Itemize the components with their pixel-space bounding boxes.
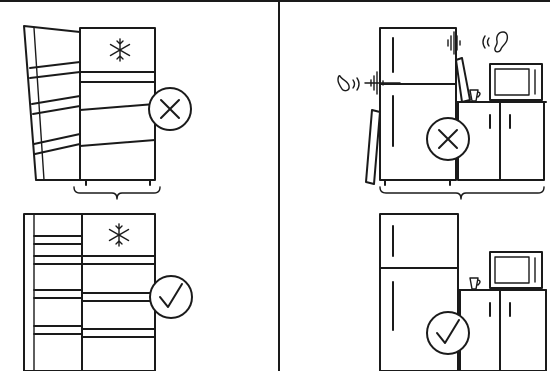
open-door bbox=[24, 214, 82, 371]
sound-wave-icon bbox=[365, 72, 400, 94]
panel-fridge-wall-clearance-too-close bbox=[338, 28, 546, 199]
microwave-icon bbox=[490, 64, 542, 100]
check-circle-icon bbox=[427, 312, 469, 354]
door-bin bbox=[30, 62, 80, 68]
cross-circle-icon bbox=[427, 118, 469, 160]
microwave-icon bbox=[490, 252, 542, 288]
panel-fridge-door-misaligned bbox=[24, 26, 191, 199]
ear-icon bbox=[338, 76, 359, 91]
ear-icon bbox=[483, 32, 507, 52]
shelf-line bbox=[80, 140, 155, 146]
shelf-line bbox=[80, 104, 155, 110]
cup-icon bbox=[470, 90, 480, 101]
sound-wave-icon bbox=[448, 32, 460, 54]
snowflake-icon bbox=[110, 224, 129, 246]
cup-icon bbox=[470, 278, 480, 289]
panel-fridge-wall-clearance-ok bbox=[380, 214, 546, 371]
check-circle-icon bbox=[150, 276, 192, 318]
cross-circle-icon bbox=[149, 88, 191, 130]
bracket bbox=[74, 187, 160, 199]
panel-fridge-door-aligned bbox=[24, 214, 192, 371]
bracket bbox=[380, 187, 544, 199]
side-panel-right bbox=[456, 58, 470, 102]
snowflake-icon bbox=[111, 39, 130, 61]
kitchen-cabinet bbox=[460, 290, 546, 371]
side-panel-left bbox=[366, 110, 380, 184]
